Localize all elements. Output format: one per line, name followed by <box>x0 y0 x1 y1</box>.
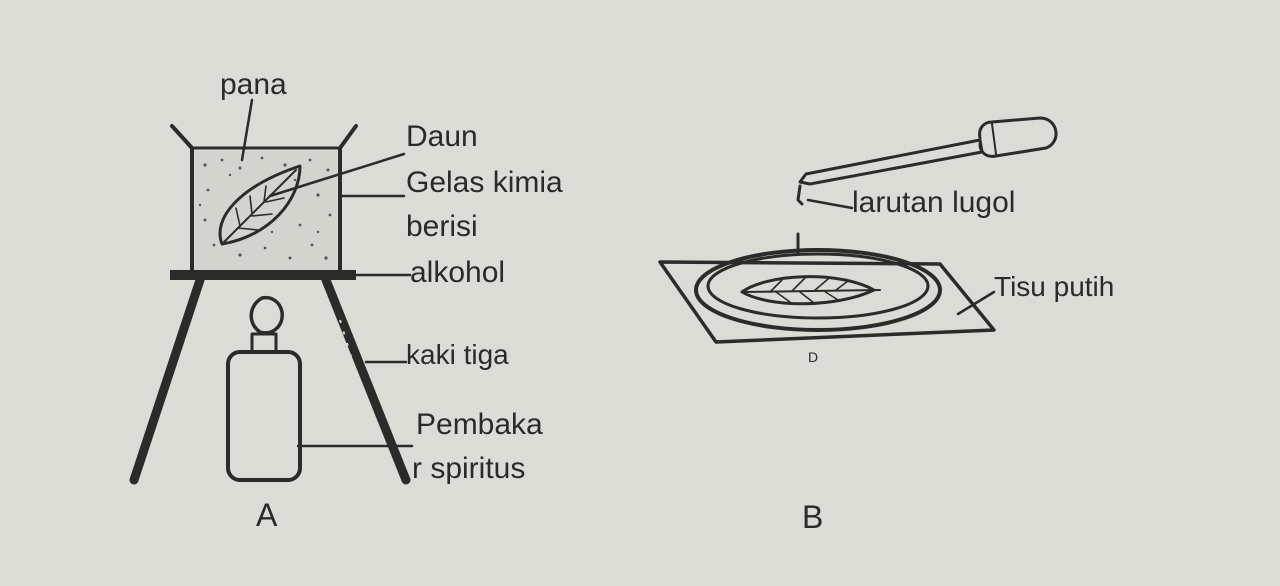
leader-lines-b <box>806 198 996 316</box>
label-gelas-kimia: Gelas kimia <box>406 166 563 199</box>
leaf-in-dish <box>740 275 881 306</box>
caption-a: A <box>256 497 278 533</box>
figure-a: pana Daun Gelas kimia berisi alkohol kak… <box>129 68 563 533</box>
label-kaki-tiga: kaki tiga <box>406 339 509 370</box>
beaker <box>170 124 358 274</box>
tripod <box>129 270 411 485</box>
small-mark: D <box>808 349 818 365</box>
spirit-burner <box>226 295 302 482</box>
label-tisu-putih: Tisu putih <box>994 271 1114 302</box>
label-alkohol: alkohol <box>410 256 505 289</box>
caption-b: B <box>802 499 823 535</box>
leader-lines-a <box>240 98 414 448</box>
leaf-in-beaker <box>218 164 302 246</box>
label-larutan-lugol: larutan lugol <box>852 186 1015 219</box>
label-pana: pana <box>220 68 287 101</box>
dropper <box>796 116 1058 206</box>
label-daun: Daun <box>406 120 478 153</box>
white-tissue <box>658 260 996 344</box>
label-spiritus: r spiritus <box>412 452 525 485</box>
figure-b: larutan lugol Tisu putih D B <box>658 116 1114 535</box>
alcohol-speckles <box>198 156 332 260</box>
petri-dish <box>694 248 942 332</box>
label-berisi: berisi <box>406 210 478 243</box>
label-pembaka: Pembaka <box>416 408 543 441</box>
alcohol-fill <box>195 151 337 271</box>
